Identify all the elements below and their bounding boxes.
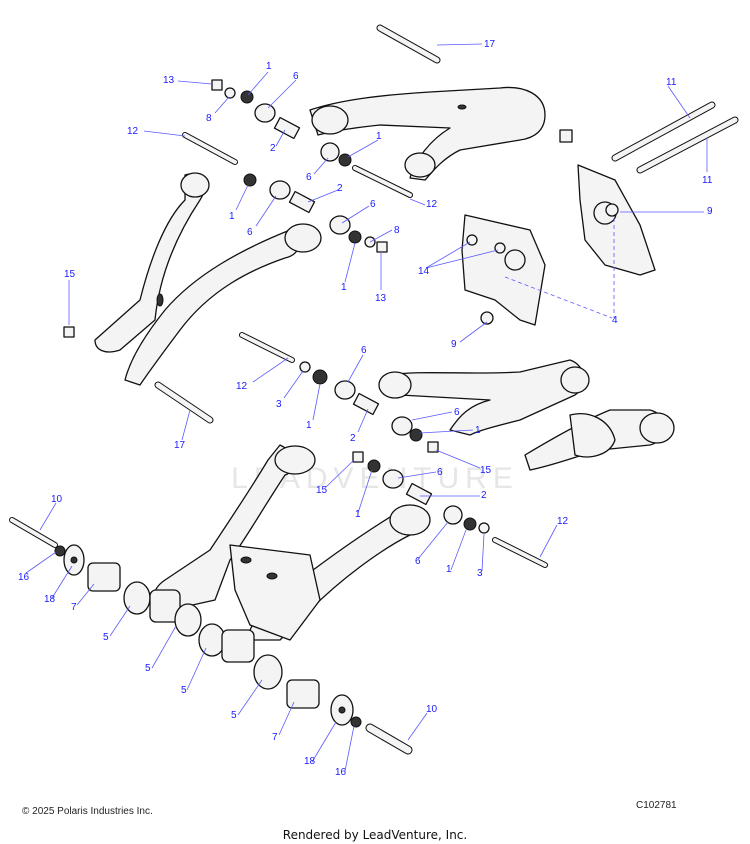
callout-3-b: 3 — [477, 568, 483, 579]
callout-10-a: 10 — [51, 494, 63, 505]
callout-9-a: 9 — [707, 206, 713, 217]
callout-17-b: 17 — [174, 440, 186, 451]
callout-6-e: 6 — [361, 345, 367, 356]
callout-8-a: 8 — [206, 113, 212, 124]
callout-6-c: 6 — [247, 227, 253, 238]
upper-a-arm-right — [309, 86, 546, 181]
callout-5-d: 5 — [231, 710, 237, 721]
callout-18-b: 18 — [304, 756, 316, 767]
callout-4: 4 — [612, 315, 618, 326]
callout-7-b: 7 — [272, 732, 278, 743]
callout-5-b: 5 — [145, 663, 151, 674]
copyright-text: © 2025 Polaris Industries Inc. — [22, 806, 153, 817]
callout-7-a: 7 — [71, 602, 77, 613]
callout-1-a: 1 — [266, 61, 272, 72]
diagram-code: C102781 — [636, 800, 677, 811]
callout-12-a: 12 — [127, 126, 139, 137]
callout-15-a: 15 — [64, 269, 76, 280]
lower-a-arm-middle — [378, 359, 675, 471]
callout-5-c: 5 — [181, 685, 187, 696]
callout-13-b: 13 — [375, 293, 387, 304]
callout-16-a: 16 — [18, 572, 30, 583]
callout-11-a: 11 — [666, 77, 677, 88]
callout-16-b: 16 — [335, 767, 347, 778]
callout-13-top: 13 — [163, 75, 175, 86]
callout-1-b: 1 — [376, 131, 382, 142]
callout-6-b: 6 — [306, 172, 312, 183]
callout-6-d: 6 — [370, 199, 376, 210]
callout-1-e: 1 — [306, 420, 312, 431]
callout-18-a: 18 — [44, 594, 56, 605]
callout-1-d: 1 — [341, 282, 347, 293]
callout-2-c: 2 — [350, 433, 356, 444]
callout-10-b: 10 — [426, 704, 438, 715]
upper-a-arm-left — [94, 172, 322, 386]
brackets — [461, 164, 656, 326]
callout-15-b: 15 — [480, 465, 492, 476]
callout-6-h: 6 — [415, 556, 421, 567]
rendered-by-text: Rendered by LeadVenture, Inc. — [282, 828, 468, 842]
callout-3-a: 3 — [276, 399, 282, 410]
callout-6-g: 6 — [437, 467, 443, 478]
callout-8-b: 8 — [394, 225, 400, 236]
lower-a-arm-bottom — [153, 444, 431, 641]
callout-11-b: 11 — [702, 175, 713, 186]
callout-17-top: 17 — [484, 39, 496, 50]
callout-1-f: 1 — [475, 425, 481, 436]
hardware — [9, 24, 739, 755]
callout-9-b: 9 — [451, 339, 457, 350]
callout-1-h: 1 — [446, 564, 452, 575]
leader-lines — [25, 43, 708, 772]
callout-5-a: 5 — [103, 632, 109, 643]
callout-1-g: 1 — [355, 509, 361, 520]
callout-1-c: 1 — [229, 211, 235, 222]
callout-6-a: 6 — [293, 71, 299, 82]
callout-14: 14 — [418, 266, 430, 277]
callout-15-c: 15 — [316, 485, 328, 496]
callout-12-d: 12 — [557, 516, 569, 527]
callout-2-a: 2 — [270, 143, 276, 154]
callout-2-d: 2 — [481, 490, 487, 501]
callout-12-c: 12 — [236, 381, 248, 392]
callout-12-b: 12 — [426, 199, 438, 210]
callout-6-f: 6 — [454, 407, 460, 418]
callout-2-b: 2 — [337, 183, 343, 194]
